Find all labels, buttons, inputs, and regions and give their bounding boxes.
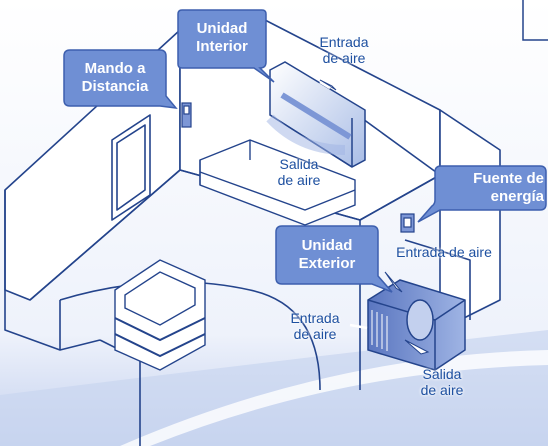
- arrow-outdoor-out: [404, 339, 430, 355]
- indoor-unit: [269, 61, 366, 168]
- frame-corner: [522, 0, 548, 41]
- callout-outdoor-line2: Exterior: [298, 255, 356, 272]
- airflow-lines: [319, 80, 368, 330]
- callout-indoor-line1: Unidad: [196, 20, 248, 37]
- callout-remote-line1: Mando a: [84, 60, 146, 77]
- callout-remote: Mando a Distancia: [67, 60, 163, 96]
- label-indoor-air-in-line2: de aire: [322, 50, 366, 66]
- airflow-arrows: [319, 79, 430, 355]
- callout-shapes: [63, 9, 547, 293]
- outdoor-unit: [367, 279, 466, 371]
- power-socket: [400, 213, 415, 233]
- label-outdoor-air-in-top: Entrada de aire: [396, 244, 492, 260]
- callout-power: Fuente de energía: [438, 170, 544, 206]
- callout-power-line1: Fuente de: [473, 170, 544, 187]
- callout-outdoor-unit: Unidad Exterior: [279, 237, 375, 273]
- indoor-airflow: [266, 114, 346, 155]
- callout-power-line2: energía: [490, 188, 544, 205]
- label-indoor-air-out-line2: de aire: [277, 172, 321, 188]
- sofa-front: [114, 259, 206, 371]
- label-outdoor-air-in-side: Entrada de aire: [280, 310, 350, 342]
- label-outdoor-air-in-side-line2: de aire: [293, 326, 337, 342]
- callout-remote-bubble: [63, 49, 178, 109]
- label-outdoor-air-out-line2: de aire: [420, 382, 464, 398]
- floor-highlight: [120, 350, 548, 446]
- callout-indoor-unit: Unidad Interior: [181, 20, 263, 56]
- arrow-indoor-in: [319, 79, 337, 91]
- label-indoor-air-in-line1: Entrada: [319, 34, 369, 50]
- callout-indoor-line2: Interior: [196, 38, 248, 55]
- arrow-outdoor-in-top: [384, 271, 403, 293]
- label-outdoor-air-in-side-line1: Entrada: [290, 310, 340, 326]
- label-indoor-air-out: Salida de aire: [266, 156, 332, 188]
- label-indoor-air-in: Entrada de aire: [311, 34, 377, 66]
- label-outdoor-air-out-line1: Salida: [422, 366, 462, 382]
- callout-power-bubble: [417, 165, 547, 223]
- remote-controller: [181, 102, 192, 128]
- callout-outdoor-bubble: [275, 225, 393, 293]
- callout-indoor-bubble: [177, 9, 275, 83]
- label-outdoor-air-out: Salida de aire: [410, 366, 474, 398]
- label-indoor-air-out-line1: Salida: [279, 156, 319, 172]
- callout-remote-line2: Distancia: [81, 78, 149, 95]
- callout-outdoor-line1: Unidad: [301, 237, 353, 254]
- sofa-back: [199, 139, 356, 226]
